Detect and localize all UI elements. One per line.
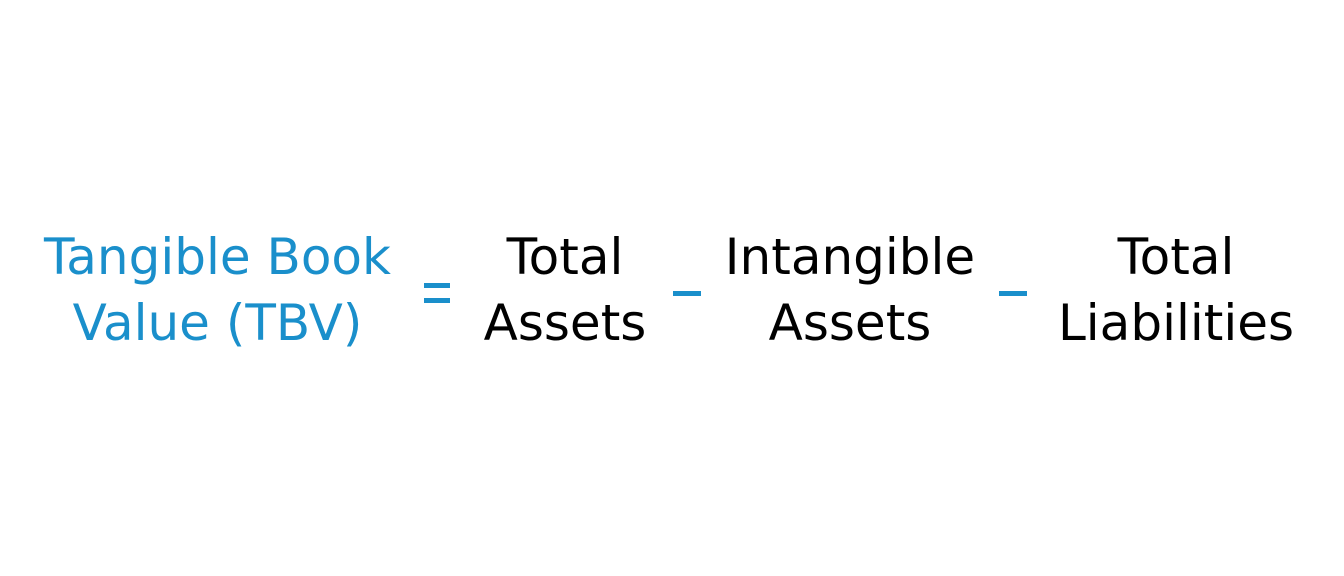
result-line-2: Value (TBV) <box>72 294 363 352</box>
intangible-assets-line-1: Intangible <box>724 228 976 286</box>
result-line-1: Tangible Book <box>44 228 391 286</box>
minus-sign-2 <box>999 291 1027 296</box>
equals-sign <box>424 283 450 305</box>
total-assets-term: Total Assets <box>470 224 660 356</box>
intangible-assets-line-2: Assets <box>768 294 932 352</box>
total-liabilities-term: Total Liabilities <box>1045 224 1307 356</box>
result-term: Tangible Book Value (TBV) <box>30 224 405 356</box>
intangible-assets-term: Intangible Assets <box>715 224 985 356</box>
minus-sign-1 <box>673 291 701 296</box>
total-assets-line-2: Assets <box>483 294 647 352</box>
total-assets-line-1: Total <box>506 228 624 286</box>
total-liabilities-line-2: Liabilities <box>1057 294 1295 352</box>
total-liabilities-line-1: Total <box>1117 228 1235 286</box>
